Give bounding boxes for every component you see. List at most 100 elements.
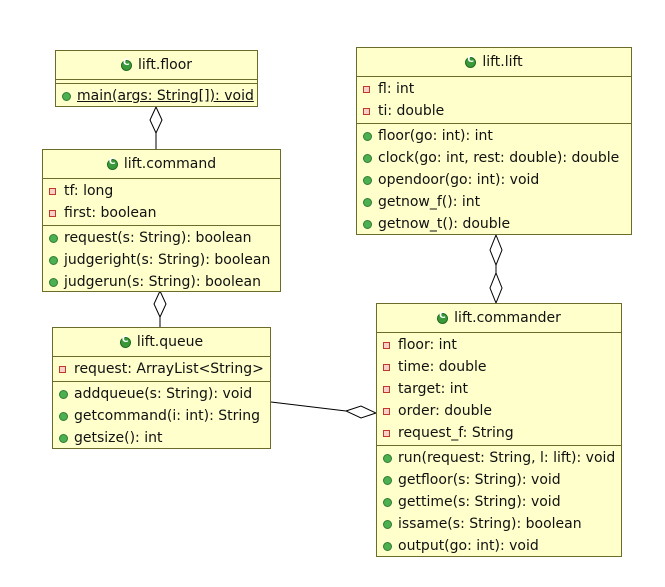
method-row: getfloor(s: String): void — [377, 469, 621, 491]
private-field-icon — [49, 187, 56, 195]
methods-section: run(request: String, l: lift): void getf… — [377, 446, 621, 558]
public-method-icon — [363, 153, 372, 163]
methods-section: request(s: String): boolean judgeright(s… — [43, 226, 280, 294]
method-row: judgerun(s: String): boolean — [43, 271, 280, 293]
public-method-icon — [59, 433, 68, 443]
field-row: request_f: String — [377, 422, 621, 444]
method-text: request(s: String): boolean — [64, 230, 252, 246]
private-field-icon — [363, 85, 370, 93]
class-name: lift.floor — [137, 57, 193, 73]
private-field-icon — [383, 429, 390, 437]
method-row: clock(go: int, rest: double): double — [357, 147, 631, 169]
method-text: getnow_t(): double — [378, 216, 511, 232]
public-method-icon — [62, 91, 71, 101]
method-text: gettime(s: String): void — [398, 494, 561, 510]
fields-section: tf: long first: boolean — [43, 179, 280, 226]
method-row: gettime(s: String): void — [377, 491, 621, 513]
aggregation-diamond-commander-top — [489, 271, 503, 305]
class-icon — [120, 58, 132, 71]
field-text: fl: int — [378, 81, 415, 97]
field-row: target: int — [377, 378, 621, 400]
class-name: lift.commander — [454, 310, 561, 326]
method-text: opendoor(go: int): void — [378, 172, 540, 188]
private-field-icon — [49, 209, 56, 217]
private-field-icon — [383, 341, 390, 349]
method-text: getfloor(s: String): void — [398, 472, 561, 488]
field-text: tf: long — [64, 183, 114, 199]
method-text: getcommand(i: int): String — [74, 408, 261, 424]
class-commander[interactable]: lift.commander floor: int time: double t… — [376, 303, 622, 557]
class-name: lift.lift — [482, 54, 523, 70]
field-text: first: boolean — [64, 205, 157, 221]
public-method-icon — [49, 255, 58, 265]
class-header: lift.command — [43, 150, 280, 179]
method-row: main(args: String[]): void — [56, 85, 257, 107]
method-row: floor(go: int): int — [357, 125, 631, 147]
method-text: output(go: int): void — [398, 538, 539, 554]
public-method-icon — [363, 197, 372, 207]
class-queue[interactable]: lift.queue request: ArrayList<String> ad… — [52, 327, 271, 449]
field-text: target: int — [398, 381, 468, 397]
class-lift[interactable]: lift.lift fl: int ti: double floor(go: i… — [356, 47, 632, 235]
method-text: issame(s: String): boolean — [398, 516, 582, 532]
method-row: opendoor(go: int): void — [357, 169, 631, 191]
public-method-icon — [59, 389, 68, 399]
class-floor[interactable]: lift.floor main(args: String[]): void — [55, 50, 258, 107]
method-row: output(go: int): void — [377, 535, 621, 557]
method-text: judgeright(s: String): boolean — [64, 252, 271, 268]
public-method-icon — [363, 219, 372, 229]
fields-section — [56, 80, 257, 84]
method-text: judgerun(s: String): boolean — [64, 274, 261, 290]
public-method-icon — [383, 453, 392, 463]
method-text: getnow_f(): int — [378, 194, 481, 210]
method-text: floor(go: int): int — [378, 128, 493, 144]
field-row: fl: int — [357, 78, 631, 100]
fields-section: fl: int ti: double — [357, 77, 631, 124]
class-icon — [437, 311, 449, 324]
field-row: request: ArrayList<String> — [53, 358, 270, 380]
class-header: lift.commander — [377, 304, 621, 333]
method-text: run(request: String, l: lift): void — [398, 450, 616, 466]
class-command[interactable]: lift.command tf: long first: boolean req… — [42, 149, 281, 292]
fields-section: floor: int time: double target: int orde… — [377, 333, 621, 446]
public-method-icon — [363, 175, 372, 185]
field-text: request_f: String — [398, 425, 514, 441]
method-text: main(args: String[]): void — [77, 88, 254, 104]
field-text: request: ArrayList<String> — [74, 361, 264, 377]
public-method-icon — [59, 411, 68, 421]
private-field-icon — [363, 107, 370, 115]
fields-section: request: ArrayList<String> — [53, 357, 270, 382]
aggregation-diamond-floor — [149, 105, 163, 135]
public-method-icon — [383, 497, 392, 507]
field-text: order: double — [398, 403, 492, 419]
class-icon — [119, 335, 131, 348]
methods-section: addqueue(s: String): void getcommand(i: … — [53, 382, 270, 450]
class-name: lift.queue — [136, 334, 204, 350]
field-row: time: double — [377, 356, 621, 378]
field-text: time: double — [398, 359, 487, 375]
aggregation-diamond-commander-left — [344, 405, 378, 419]
method-row: getcommand(i: int): String — [53, 405, 270, 427]
methods-section: floor(go: int): int clock(go: int, rest:… — [357, 124, 631, 236]
private-field-icon — [383, 363, 390, 371]
public-method-icon — [49, 233, 58, 243]
public-method-icon — [49, 277, 58, 287]
field-row: first: boolean — [43, 202, 280, 224]
field-row: tf: long — [43, 180, 280, 202]
method-text: clock(go: int, rest: double): double — [378, 150, 620, 166]
field-row: floor: int — [377, 334, 621, 356]
field-text: ti: double — [378, 103, 445, 119]
public-method-icon — [363, 131, 372, 141]
private-field-icon — [59, 365, 66, 373]
public-method-icon — [383, 519, 392, 529]
methods-section: main(args: String[]): void — [56, 84, 257, 108]
method-row: judgeright(s: String): boolean — [43, 249, 280, 271]
class-header: lift.lift — [357, 48, 631, 77]
public-method-icon — [383, 475, 392, 485]
class-icon — [106, 157, 118, 170]
method-text: getsize(): int — [74, 430, 163, 446]
private-field-icon — [383, 385, 390, 393]
method-row: run(request: String, l: lift): void — [377, 447, 621, 469]
method-row: request(s: String): boolean — [43, 227, 280, 249]
method-row: getnow_f(): int — [357, 191, 631, 213]
